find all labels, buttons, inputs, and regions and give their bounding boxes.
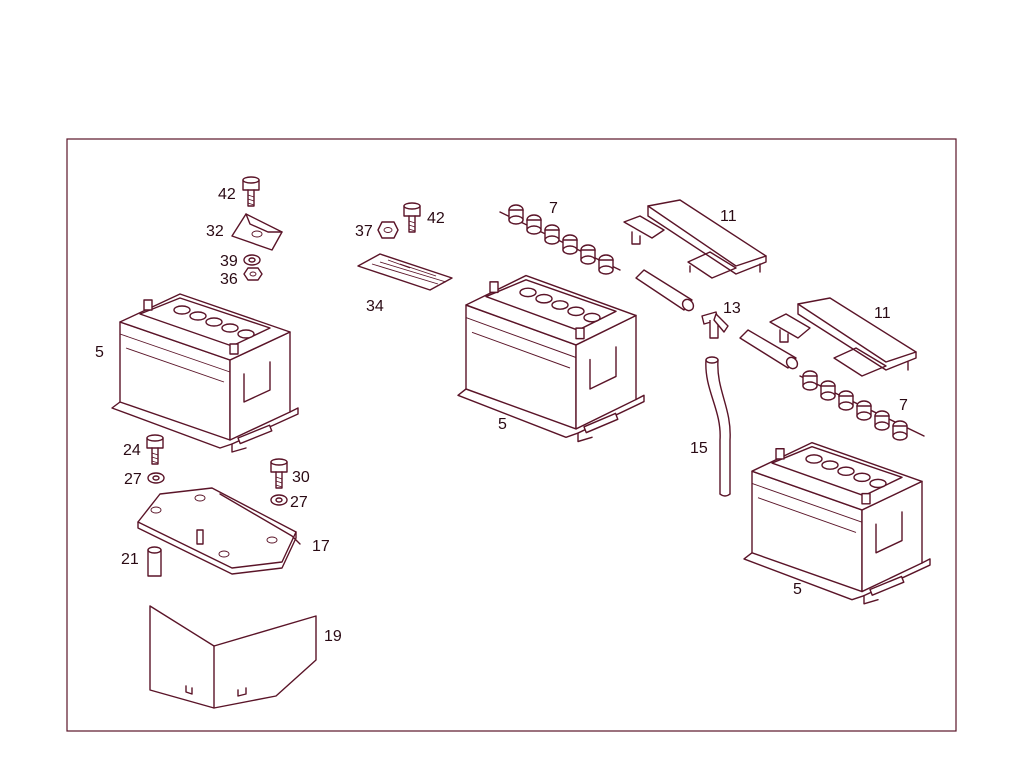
callout-21: 21: [121, 551, 139, 568]
callout-27-left: 27: [124, 471, 142, 488]
nut-37: [377, 221, 399, 239]
callout-11-right: 11: [874, 305, 891, 322]
callout-11-top: 11: [720, 208, 737, 225]
t-connector-13: [701, 311, 729, 339]
callout-36: 36: [220, 271, 238, 288]
battery-left: [111, 293, 299, 453]
callout-37: 37: [355, 223, 373, 240]
holddown-plate-34: [357, 253, 453, 291]
nut-36: [243, 267, 263, 281]
callout-15: 15: [690, 440, 708, 457]
washer-39: [243, 254, 261, 266]
callout-7-right: 7: [899, 397, 908, 414]
callout-39: 39: [220, 253, 238, 270]
spacer-21: [147, 546, 162, 577]
vent-tube-right: [739, 329, 799, 370]
terminal-cover-11-right: [769, 297, 917, 377]
callout-7-top: 7: [549, 200, 558, 217]
callout-17: 17: [312, 538, 330, 555]
callout-42-top: 42: [218, 186, 236, 203]
callout-13: 13: [723, 300, 741, 317]
callout-42-center: 42: [427, 210, 445, 227]
callout-34: 34: [366, 298, 384, 315]
vent-tube: [635, 269, 695, 312]
callout-19: 19: [324, 628, 342, 645]
callout-30: 30: [292, 469, 310, 486]
washer-27-right: [270, 494, 288, 506]
bolt-42-top: [242, 176, 260, 207]
battery-right: [743, 441, 931, 605]
callout-27-right: 27: [290, 494, 308, 511]
bolt-30: [270, 458, 288, 489]
hose-15: [705, 356, 731, 497]
washer-27-left: [147, 472, 165, 484]
terminal-clamps-7-right: [799, 370, 925, 441]
diagram-frame: [66, 138, 957, 732]
bolt-42-center: [403, 202, 421, 233]
cover-19: [149, 605, 317, 709]
callout-5-right: 5: [793, 581, 802, 598]
terminal-cover-11-top: [623, 199, 767, 279]
callout-5-left: 5: [95, 344, 104, 361]
callout-24: 24: [123, 442, 141, 459]
terminal-clamps-7-top: [499, 204, 621, 275]
callout-5-center: 5: [498, 416, 507, 433]
callout-32: 32: [206, 223, 224, 240]
base-plate-17: [137, 487, 301, 575]
battery-center: [457, 274, 645, 443]
bolt-24: [146, 434, 164, 465]
